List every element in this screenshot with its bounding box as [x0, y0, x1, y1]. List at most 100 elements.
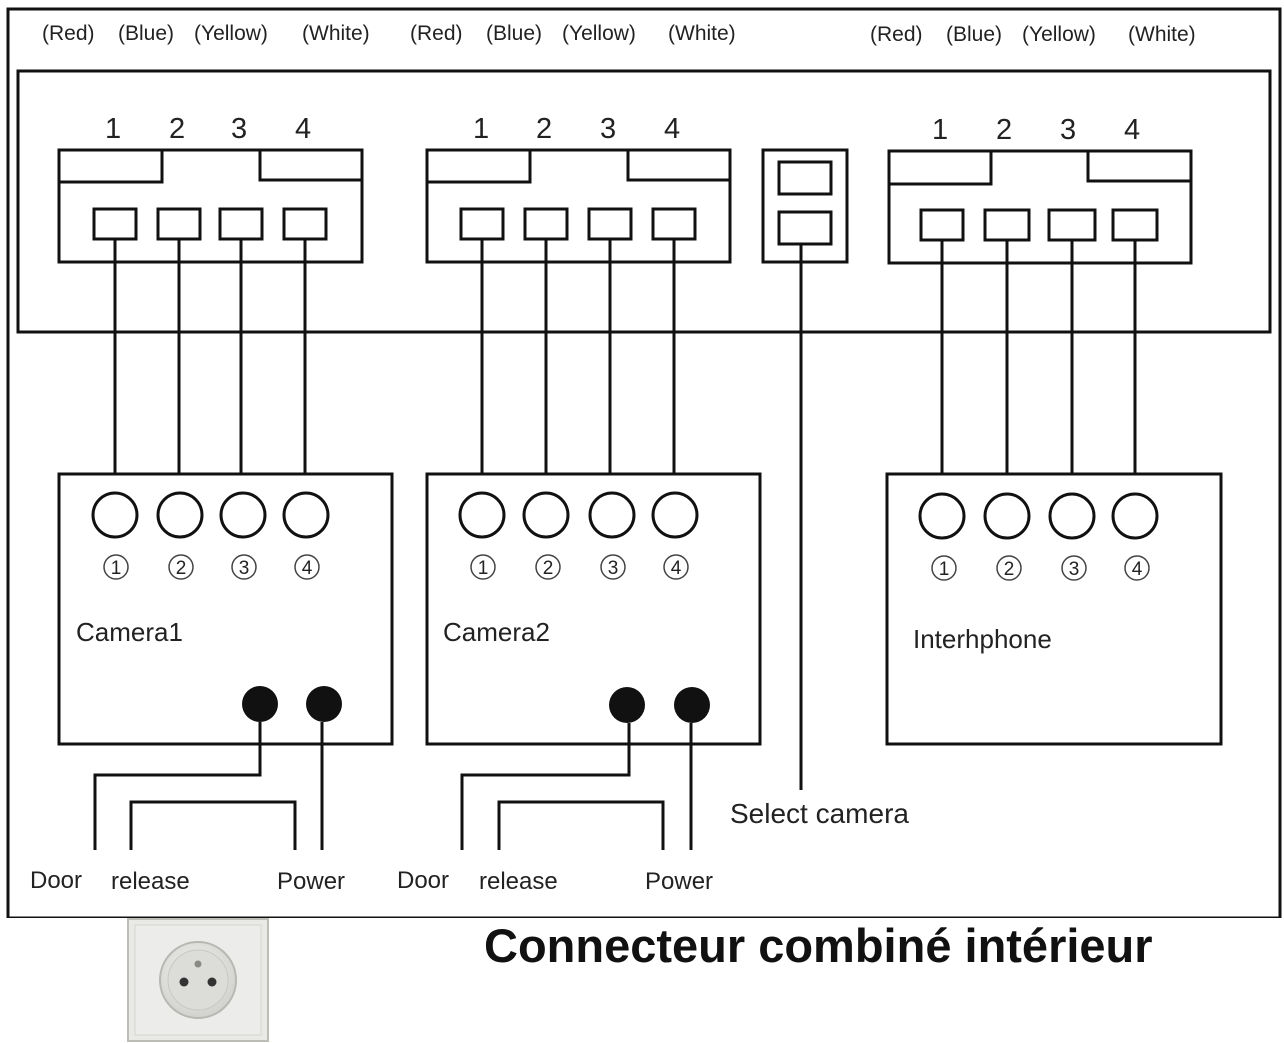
- connector-pin-slot: [92, 207, 138, 241]
- circled-number: [168, 554, 194, 580]
- circled-number: [231, 554, 257, 580]
- wire-colors-group-3: (Red) (Blue) (Yellow) (White): [870, 23, 1196, 46]
- circled-number: [996, 555, 1022, 581]
- circle-number: 4: [1132, 559, 1143, 580]
- wires-camera2: [480, 239, 676, 475]
- connector-housing: [425, 148, 732, 264]
- monitor-panel: [16, 69, 1272, 334]
- select-camera-label: Select camera: [730, 798, 909, 829]
- wire-color-red: (Red): [870, 23, 923, 46]
- terminal-circle: [458, 491, 506, 539]
- circle-number: 3: [239, 558, 250, 579]
- connector-key-right: [1086, 151, 1191, 183]
- connector-key-right: [258, 150, 362, 182]
- power-label: Power: [277, 868, 345, 895]
- power-socket-icon: [127, 918, 269, 1042]
- circled-number: [931, 555, 957, 581]
- page-title: Connecteur combiné intérieur: [484, 919, 1153, 972]
- switch-housing: [761, 148, 849, 264]
- connector-key-left: [427, 150, 532, 184]
- wire-color-white: (White): [1128, 23, 1196, 46]
- door-label: Door: [397, 867, 449, 894]
- terminal-circle: [156, 491, 204, 539]
- release-label: release: [479, 868, 558, 895]
- connector-pin-slot: [651, 207, 697, 241]
- interphone-label: Interhphone: [913, 624, 1052, 654]
- interphone-box: [885, 472, 1223, 746]
- connector-block-2: 1 2 3 4: [425, 113, 732, 264]
- pin-number: 4: [295, 113, 311, 145]
- camera2-external-wiring: [460, 723, 693, 850]
- connector-key-left: [59, 150, 164, 184]
- camera1-box: [57, 472, 394, 746]
- pin-number: 2: [536, 113, 552, 145]
- connector-block-1: 1 2 3 4: [57, 113, 364, 264]
- circled-number: [470, 554, 496, 580]
- wire-color-blue: (Blue): [486, 22, 542, 45]
- circled-number: [600, 554, 626, 580]
- connector-pin-slot: [587, 207, 633, 241]
- power-jack: [306, 686, 342, 722]
- connector-pin-slot: [218, 207, 264, 241]
- door-release-jack: [609, 687, 645, 723]
- circle-number: 2: [543, 558, 554, 579]
- camera2-box: [425, 472, 762, 746]
- circled-number: [535, 554, 561, 580]
- circle-number: 1: [478, 558, 489, 579]
- camera2-label: Camera2: [443, 617, 550, 647]
- connector-pin-slot: [919, 208, 965, 242]
- terminal-circle: [651, 491, 699, 539]
- wire-color-red: (Red): [410, 22, 463, 45]
- connector-pin-slot: [1111, 208, 1159, 242]
- switch-slot-top: [777, 160, 833, 196]
- connector-pin-slot: [459, 207, 505, 241]
- circle-number: 1: [111, 558, 122, 579]
- circled-number: [663, 554, 689, 580]
- door-release-jack: [242, 686, 278, 722]
- camera1-unit: 1 2 3 4 Camera1: [57, 472, 394, 746]
- wiring-diagram: (Red) (Blue) (Yellow) (White) (Red) (Blu…: [6, 7, 1282, 918]
- door-wire: [93, 722, 262, 850]
- release-loop: [129, 800, 297, 850]
- connector-housing: [57, 148, 364, 264]
- terminal-circle: [522, 491, 570, 539]
- door-label: Door: [30, 867, 82, 894]
- wire-color-white: (White): [668, 22, 736, 45]
- wire-color-white: (White): [302, 22, 370, 45]
- wire-color-red: (Red): [42, 22, 95, 45]
- circle-number: 2: [1004, 559, 1015, 580]
- release-label: release: [111, 868, 190, 895]
- camera1-external-wiring: [93, 722, 324, 850]
- connector-key-left: [889, 151, 993, 186]
- pin-number: 3: [600, 113, 616, 145]
- terminal-circle: [1111, 492, 1159, 540]
- connector-pin-slot: [156, 207, 202, 241]
- pin-number: 1: [105, 113, 121, 145]
- circle-number: 3: [1069, 559, 1080, 580]
- door-wire: [460, 723, 631, 850]
- terminal-circle: [91, 491, 139, 539]
- switch-slot-bottom: [777, 210, 833, 246]
- pin-number: 3: [231, 113, 247, 145]
- pin-number: 4: [664, 113, 680, 145]
- terminal-circle: [1048, 492, 1096, 540]
- connector-key-right: [626, 150, 730, 182]
- wires-interphone: [940, 240, 1137, 475]
- select-camera-switch: [761, 148, 849, 264]
- outer-frame: [6, 7, 1282, 918]
- connector-pin-slot: [282, 207, 328, 241]
- connector-pin-slot: [523, 207, 569, 241]
- camera2-unit: 1 2 3 4 Camera2: [425, 472, 762, 746]
- connector-pin-slot: [1047, 208, 1097, 242]
- circle-number: 1: [939, 559, 950, 580]
- wire-colors-group-2: (Red) (Blue) (Yellow) (White): [410, 22, 736, 45]
- terminal-circle: [918, 492, 966, 540]
- terminal-circle: [219, 491, 267, 539]
- interphone-unit: 1 2 3 4 Interhphone: [885, 472, 1223, 746]
- release-loop: [497, 800, 665, 850]
- pin-number: 1: [932, 114, 948, 146]
- pin-number: 2: [169, 113, 185, 145]
- wire-color-blue: (Blue): [118, 22, 174, 45]
- wire-color-blue: (Blue): [946, 23, 1002, 46]
- power-label: Power: [645, 868, 713, 895]
